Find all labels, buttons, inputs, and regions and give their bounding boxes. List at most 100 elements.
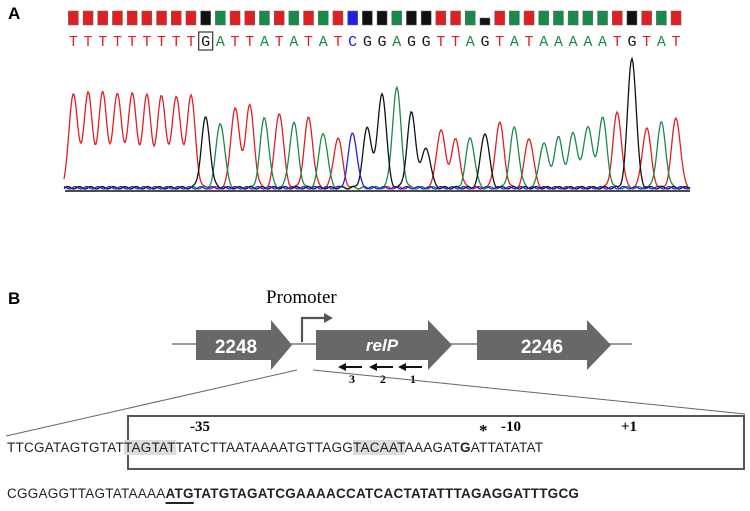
gene-2248-label: 2248 xyxy=(215,337,257,358)
basecall-letter: G xyxy=(422,34,431,51)
gene-2248: 2248 xyxy=(196,320,292,370)
primer-arrow-3: 3 xyxy=(338,363,362,386)
quality-bar xyxy=(82,10,94,26)
primer-arrow-1: 1 xyxy=(398,363,422,386)
coding-seq: TATGTAGATCGAAAACCATCACTATATTTAGAGGATTTGC… xyxy=(193,486,580,501)
seq1-post: AAAGAT xyxy=(404,440,461,455)
basecall-letter: T xyxy=(128,34,137,51)
primer-arrow-2: 2 xyxy=(369,363,393,386)
quality-bar xyxy=(68,10,79,26)
basecall-letter: T xyxy=(613,34,622,51)
basecall-letter: T xyxy=(672,34,681,51)
quality-bar xyxy=(318,10,329,26)
quality-bar xyxy=(582,10,594,26)
primer-arrows: 3 2 1 xyxy=(338,363,422,386)
basecall-letter: T xyxy=(436,34,445,51)
quality-bar xyxy=(450,10,461,26)
gene-relP: relP xyxy=(316,320,452,370)
basecall-letter: T xyxy=(451,34,460,51)
quality-bar xyxy=(567,10,579,26)
quality-bar xyxy=(612,10,623,26)
quality-bar xyxy=(391,10,402,26)
trace-T xyxy=(63,90,691,190)
basecall-letter: A xyxy=(657,34,666,51)
seq2-pre: CGGAGGTTAGTATAAAA xyxy=(7,486,166,501)
quality-bar xyxy=(185,10,197,26)
seq1-pre: TTCGATAGTGTAT xyxy=(7,440,124,455)
coding-sequence: CGGAGGTTAGTATAAAAATGTATGTAGATCGAAAACCATC… xyxy=(7,486,579,501)
gene-2246-label: 2246 xyxy=(521,337,563,358)
trace-C xyxy=(63,132,691,190)
panel-a-label: A xyxy=(8,4,21,23)
quality-bar xyxy=(244,10,255,26)
quality-bar xyxy=(126,10,138,26)
quality-bar xyxy=(420,10,432,26)
seq1-tail: ATTATATAT xyxy=(470,440,544,455)
quality-bar xyxy=(229,10,241,26)
minus10-label: -10 xyxy=(501,419,521,435)
basecall-letter: A xyxy=(289,34,298,51)
quality-bar xyxy=(200,10,211,26)
quality-bar xyxy=(376,10,388,26)
basecall-letter: G xyxy=(201,34,210,51)
basecall-letter: T xyxy=(98,34,107,51)
quality-bar xyxy=(156,10,167,26)
basecall-letter: A xyxy=(583,34,592,51)
basecall-letter: T xyxy=(142,34,151,51)
quality-bar xyxy=(509,10,520,26)
primer-label-2: 2 xyxy=(380,372,386,386)
quality-bar xyxy=(494,10,505,26)
minus35-label: -35 xyxy=(190,419,210,435)
basecall-letter: G xyxy=(363,34,372,51)
quality-bar xyxy=(259,10,270,26)
quality-bar xyxy=(656,10,667,26)
quality-bar xyxy=(641,10,652,26)
quality-bar xyxy=(465,10,476,26)
basecall-letter: G xyxy=(627,34,636,51)
zoom-line-left xyxy=(5,369,298,437)
basecall-letter: T xyxy=(84,34,93,51)
quality-bar xyxy=(538,10,549,26)
basecall-letter: T xyxy=(642,34,651,51)
quality-bar xyxy=(553,10,564,26)
start-codon: ATG xyxy=(165,486,194,501)
quality-bar xyxy=(273,10,285,26)
basecall-letter: T xyxy=(69,34,78,51)
basecall-letter: A xyxy=(539,34,548,51)
quality-bar xyxy=(303,10,314,26)
basecall-letter: T xyxy=(304,34,313,51)
basecall-letter: G xyxy=(407,34,416,51)
basecall-letter: T xyxy=(495,34,504,51)
basecall-letter: A xyxy=(216,34,225,51)
promoter-label: Promoter xyxy=(266,287,337,308)
seq1-mid: TATCTTAATAAAATGTTAGG xyxy=(175,440,353,455)
basecall-letter: T xyxy=(186,34,195,51)
quality-bar xyxy=(332,10,344,26)
plus1-label: +1 xyxy=(621,419,638,435)
quality-bar xyxy=(626,10,638,26)
basecall-letter: G xyxy=(378,34,387,51)
quality-bar xyxy=(97,10,108,26)
basecall-letter: A xyxy=(598,34,607,51)
quality-bar xyxy=(479,17,491,26)
panel-b-label: B xyxy=(8,289,21,308)
promoter-arrow xyxy=(300,313,333,342)
primer-label-1: 1 xyxy=(410,372,416,386)
gene-relP-label: relP xyxy=(366,336,399,355)
basecall-letter: T xyxy=(525,34,534,51)
basecall-letter: A xyxy=(466,34,475,51)
primer-label-3: 3 xyxy=(349,372,355,386)
basecall-letter: T xyxy=(113,34,122,51)
basecall-letter: T xyxy=(172,34,181,51)
basecall-letter: T xyxy=(157,34,166,51)
quality-bar xyxy=(141,10,153,26)
basecall-letter: T xyxy=(231,34,240,51)
quality-bar xyxy=(597,10,608,26)
basecall-letter: G xyxy=(480,34,489,51)
quality-bar xyxy=(406,10,417,26)
basecall-letter: A xyxy=(569,34,578,51)
chromatogram-trace xyxy=(63,56,691,190)
basecall-letter: A xyxy=(510,34,519,51)
